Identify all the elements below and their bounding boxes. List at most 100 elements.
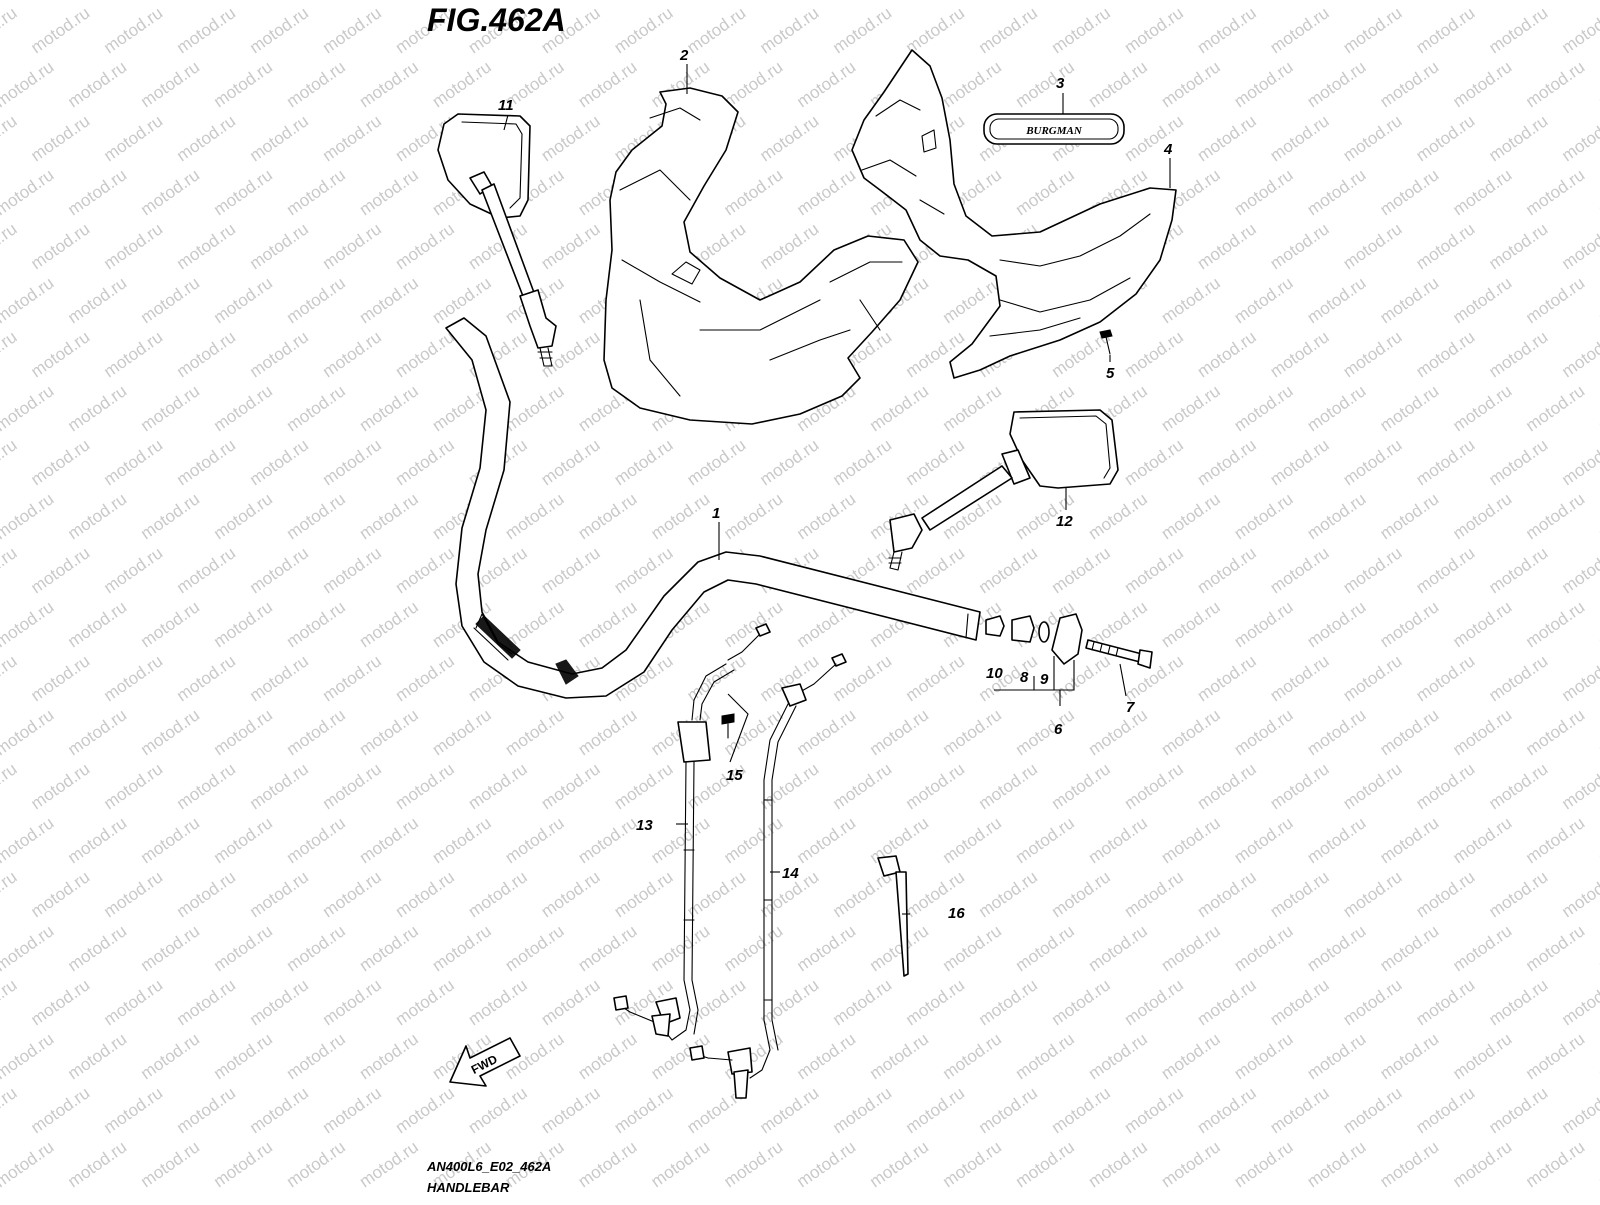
mirror-left-part[interactable] xyxy=(437,113,557,367)
watermark-text: motod.ru xyxy=(575,921,641,975)
cable-tie-part[interactable] xyxy=(877,855,909,977)
watermark-text: motod.ru xyxy=(465,759,531,813)
watermark-text: motod.ru xyxy=(975,651,1041,705)
watermark-text: motod.ru xyxy=(246,975,312,1029)
callout-6: 6 xyxy=(1054,721,1063,738)
watermark-text: motod.ru xyxy=(173,3,239,57)
watermark-text: motod.ru xyxy=(1376,381,1442,435)
watermark-text: motod.ru xyxy=(1012,1029,1078,1083)
watermark-text: motod.ru xyxy=(1231,0,1297,3)
watermark-text: motod.ru xyxy=(283,165,349,219)
watermark-text: motod.ru xyxy=(683,975,749,1029)
watermark-text: motod.ru xyxy=(1304,705,1370,759)
watermark-text: motod.ru xyxy=(1449,0,1515,3)
watermark-text: motod.ru xyxy=(1158,381,1224,435)
watermark-text: motod.ru xyxy=(356,165,422,219)
watermark-text: motod.ru xyxy=(866,381,932,435)
handlebar-part[interactable] xyxy=(445,317,981,699)
figure-title: FIG.462A xyxy=(427,2,566,38)
watermark-text: motod.ru xyxy=(1121,435,1187,489)
watermark-text: motod.ru xyxy=(1194,543,1260,597)
balancer-part xyxy=(1051,613,1083,665)
watermark-text: motod.ru xyxy=(1048,543,1114,597)
watermark-text: motod.ru xyxy=(246,651,312,705)
watermark-text: motod.ru xyxy=(27,1083,93,1137)
watermark-text: motod.ru xyxy=(975,759,1041,813)
watermark-text: motod.ru xyxy=(356,1137,422,1191)
watermark-text: motod.ru xyxy=(720,489,786,543)
watermark-text: motod.ru xyxy=(902,975,968,1029)
balancer-weight-part xyxy=(1011,615,1035,643)
emblem-lettering: BURGMAN xyxy=(1025,125,1083,137)
watermark-text: motod.ru xyxy=(538,543,604,597)
watermark-text: motod.ru xyxy=(0,381,57,435)
watermark-text: motod.ru xyxy=(1012,921,1078,975)
watermark-text: motod.ru xyxy=(1558,1083,1600,1137)
watermark-text: motod.ru xyxy=(27,435,93,489)
watermark-text: motod.ru xyxy=(246,1083,312,1137)
callout-4: 4 xyxy=(1163,141,1173,158)
watermark-text: motod.ru xyxy=(392,543,458,597)
watermark-text: motod.ru xyxy=(975,975,1041,1029)
watermark-text: motod.ru xyxy=(246,435,312,489)
bar-end-balancer-group[interactable] xyxy=(985,613,1153,669)
watermark-text: motod.ru xyxy=(1231,813,1297,867)
watermark-text: motod.ru xyxy=(1558,867,1600,921)
watermark-text: motod.ru xyxy=(283,597,349,651)
watermark-text: motod.ru xyxy=(1340,759,1406,813)
handle-cover-front-part[interactable] xyxy=(603,87,919,425)
watermark-text: motod.ru xyxy=(0,165,57,219)
watermark-text: motod.ru xyxy=(1267,651,1333,705)
watermark-text: motod.ru xyxy=(64,813,130,867)
front-brake-cable-part[interactable] xyxy=(613,623,771,1041)
watermark-text: motod.ru xyxy=(210,489,276,543)
callout-3: 3 xyxy=(1056,75,1065,92)
watermark-text: motod.ru xyxy=(793,921,859,975)
watermark-text: motod.ru xyxy=(137,921,203,975)
emblem-part[interactable]: BURGMAN xyxy=(983,113,1125,145)
watermark-text: motod.ru xyxy=(64,597,130,651)
watermark-text: motod.ru xyxy=(756,975,822,1029)
watermark-text: motod.ru xyxy=(829,1083,895,1137)
watermark-text: motod.ru xyxy=(137,597,203,651)
handle-cover-rear-part[interactable] xyxy=(851,49,1177,379)
watermark-text: motod.ru xyxy=(0,273,57,327)
watermark-text: motod.ru xyxy=(1267,1083,1333,1137)
watermark-text: motod.ru xyxy=(1595,381,1600,435)
screw-part[interactable] xyxy=(1099,329,1113,355)
watermark-text: motod.ru xyxy=(246,867,312,921)
watermark-text: motod.ru xyxy=(1558,219,1600,273)
watermark-text: motod.ru xyxy=(173,975,239,1029)
watermark-text: motod.ru xyxy=(1085,705,1151,759)
watermark-text: motod.ru xyxy=(575,489,641,543)
rear-brake-cable-part[interactable] xyxy=(689,653,847,1099)
watermark-text: motod.ru xyxy=(720,813,786,867)
callout-labels: 2 3 4 5 11 12 1 10 8 9 7 6 15 13 14 16 xyxy=(498,47,1173,922)
watermark-text: motod.ru xyxy=(538,111,604,165)
watermark-text: motod.ru xyxy=(1449,1029,1515,1083)
watermark-text: motod.ru xyxy=(1412,111,1478,165)
watermark-text: motod.ru xyxy=(0,867,20,921)
watermark-text: motod.ru xyxy=(319,3,385,57)
watermark-text: motod.ru xyxy=(1304,489,1370,543)
watermark-text: motod.ru xyxy=(246,543,312,597)
watermark-text: motod.ru xyxy=(1231,705,1297,759)
watermark-text: motod.ru xyxy=(1158,489,1224,543)
watermark-text: motod.ru xyxy=(502,921,568,975)
watermark-text: motod.ru xyxy=(1522,273,1588,327)
mirror-right-part[interactable] xyxy=(888,409,1119,571)
watermark-text: motod.ru xyxy=(465,975,531,1029)
watermark-text: motod.ru xyxy=(1595,489,1600,543)
watermark-text: motod.ru xyxy=(356,705,422,759)
watermark-text: motod.ru xyxy=(1412,219,1478,273)
watermark-text: motod.ru xyxy=(1449,489,1515,543)
cable-clamp-screw-part[interactable] xyxy=(721,713,735,739)
watermark-text: motod.ru xyxy=(1304,1137,1370,1191)
watermark-text: motod.ru xyxy=(1231,273,1297,327)
watermark-text: motod.ru xyxy=(246,3,312,57)
watermark-text: motod.ru xyxy=(283,705,349,759)
watermark-text: motod.ru xyxy=(538,1083,604,1137)
watermark-text: motod.ru xyxy=(1121,111,1187,165)
watermark-text: motod.ru xyxy=(283,57,349,111)
watermark-text: motod.ru xyxy=(1558,975,1600,1029)
